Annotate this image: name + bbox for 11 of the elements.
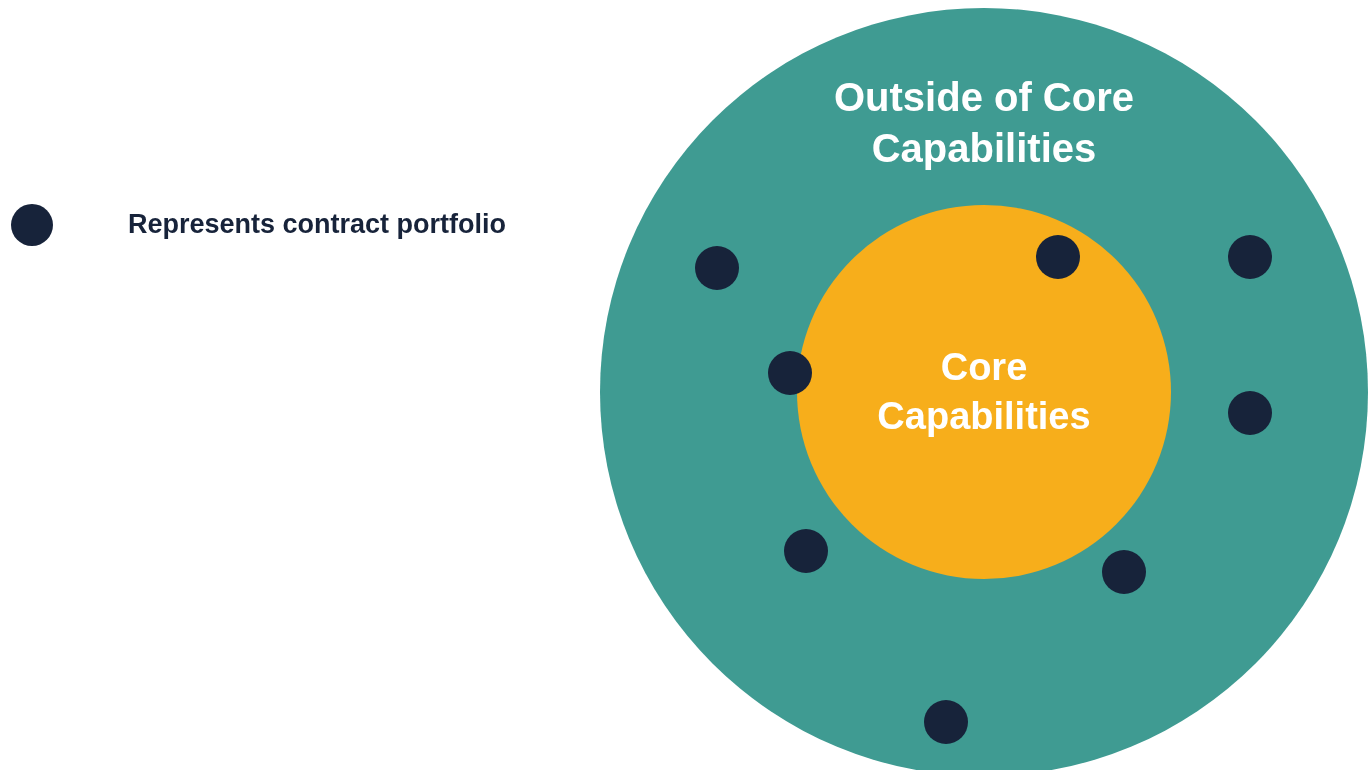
- circle-label: Core Capabilities: [876, 344, 1092, 439]
- circle-label: Outside of Core Capabilities: [833, 74, 1135, 173]
- portfolio-dot: [695, 246, 739, 290]
- portfolio-dot: [768, 351, 812, 395]
- portfolio-dot: [1228, 391, 1272, 435]
- portfolio-dot: [784, 529, 828, 573]
- portfolio-dot: [1036, 235, 1080, 279]
- portfolio-dot: [1102, 550, 1146, 594]
- portfolio-dot: [1228, 235, 1272, 279]
- portfolio-dot: [924, 700, 968, 744]
- legend-label: Represents contract portfolio: [128, 209, 507, 240]
